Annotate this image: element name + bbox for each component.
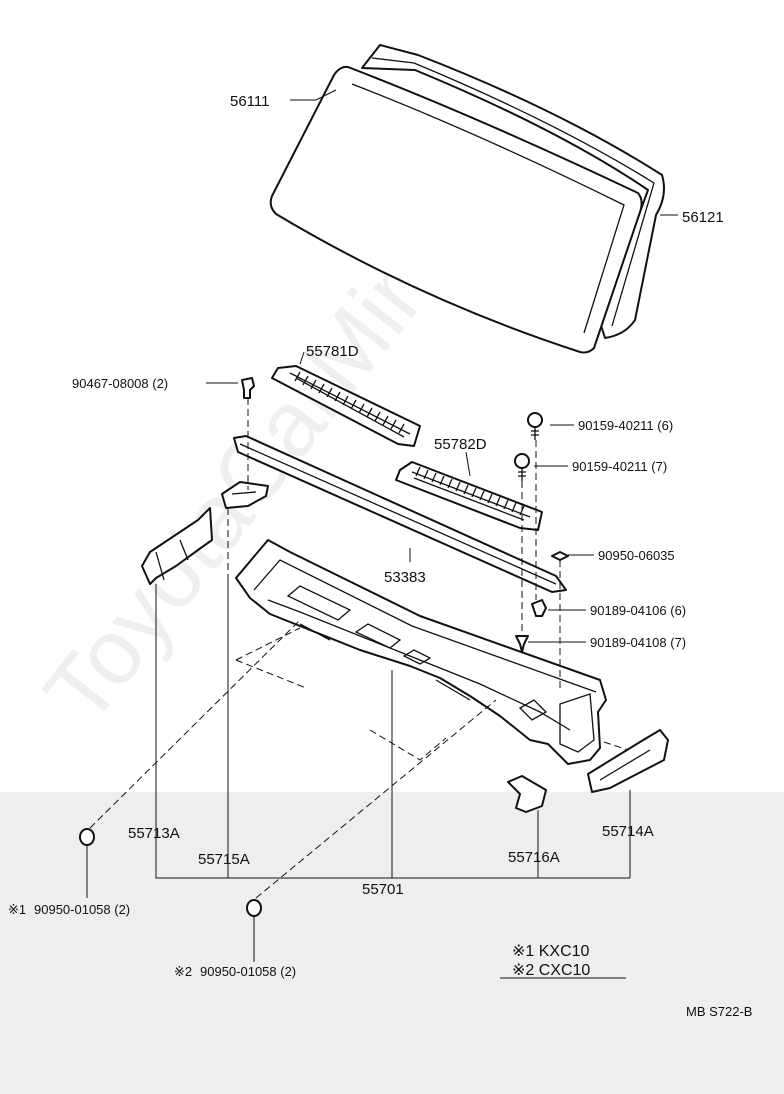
screw-upper-icon — [527, 412, 543, 440]
label-cushion: 90950-06035 — [598, 548, 675, 563]
grommet-2-icon — [246, 899, 262, 917]
bracket-right — [587, 729, 669, 793]
mark-1-text: ※1 — [8, 902, 26, 917]
grommet-1-icon — [79, 828, 95, 846]
label-56121: 56121 — [682, 209, 724, 226]
nut-lower-icon — [515, 635, 529, 653]
cushion-icon — [551, 551, 569, 561]
clip-icon — [241, 377, 255, 399]
screw-lower-icon — [514, 453, 530, 481]
cowl-panel — [235, 539, 607, 765]
bracket-center-right — [507, 775, 547, 813]
cowl-louver-left — [271, 365, 421, 447]
label-55781d: 55781D — [306, 343, 359, 360]
cowl-louver-right — [395, 461, 543, 531]
label-nut-lower: 90189-04108 (7) — [590, 635, 686, 650]
label-55782d: 55782D — [434, 436, 487, 453]
windshield-weatherstrip — [361, 44, 665, 339]
label-55701: 55701 — [362, 881, 404, 898]
label-55715a: 55715A — [198, 851, 250, 868]
bracket-center-left — [221, 481, 269, 509]
label-grommet-1: 90950-01058 (2) — [34, 902, 130, 917]
label-55714a: 55714A — [602, 823, 654, 840]
legend-kxc10: ※1 KXC10 — [512, 943, 590, 960]
bracket-left — [141, 507, 213, 585]
label-screw-lower: 90159-40211 (7) — [572, 459, 667, 474]
label-screw-upper: 90159-40211 (6) — [578, 418, 673, 433]
label-clip: 90467-08008 (2) — [72, 376, 168, 391]
mark-2-text: ※2 — [174, 964, 192, 979]
diagram-reference: MB S722-B — [686, 1004, 752, 1019]
label-55716a: 55716A — [508, 849, 560, 866]
label-53383: 53383 — [384, 569, 426, 586]
leader-lines — [86, 89, 678, 979]
label-56111: 56111 — [230, 93, 270, 110]
windshield-glass — [269, 65, 643, 354]
legend-cxc10: ※2 CXC10 — [512, 962, 590, 979]
assembly-lines — [89, 398, 629, 899]
label-grommet-2: 90950-01058 (2) — [200, 964, 296, 979]
nut-upper-icon — [531, 599, 547, 617]
label-55713a: 55713A — [128, 825, 180, 842]
cowl-seal — [233, 435, 567, 593]
label-nut-upper: 90189-04106 (6) — [590, 603, 686, 618]
